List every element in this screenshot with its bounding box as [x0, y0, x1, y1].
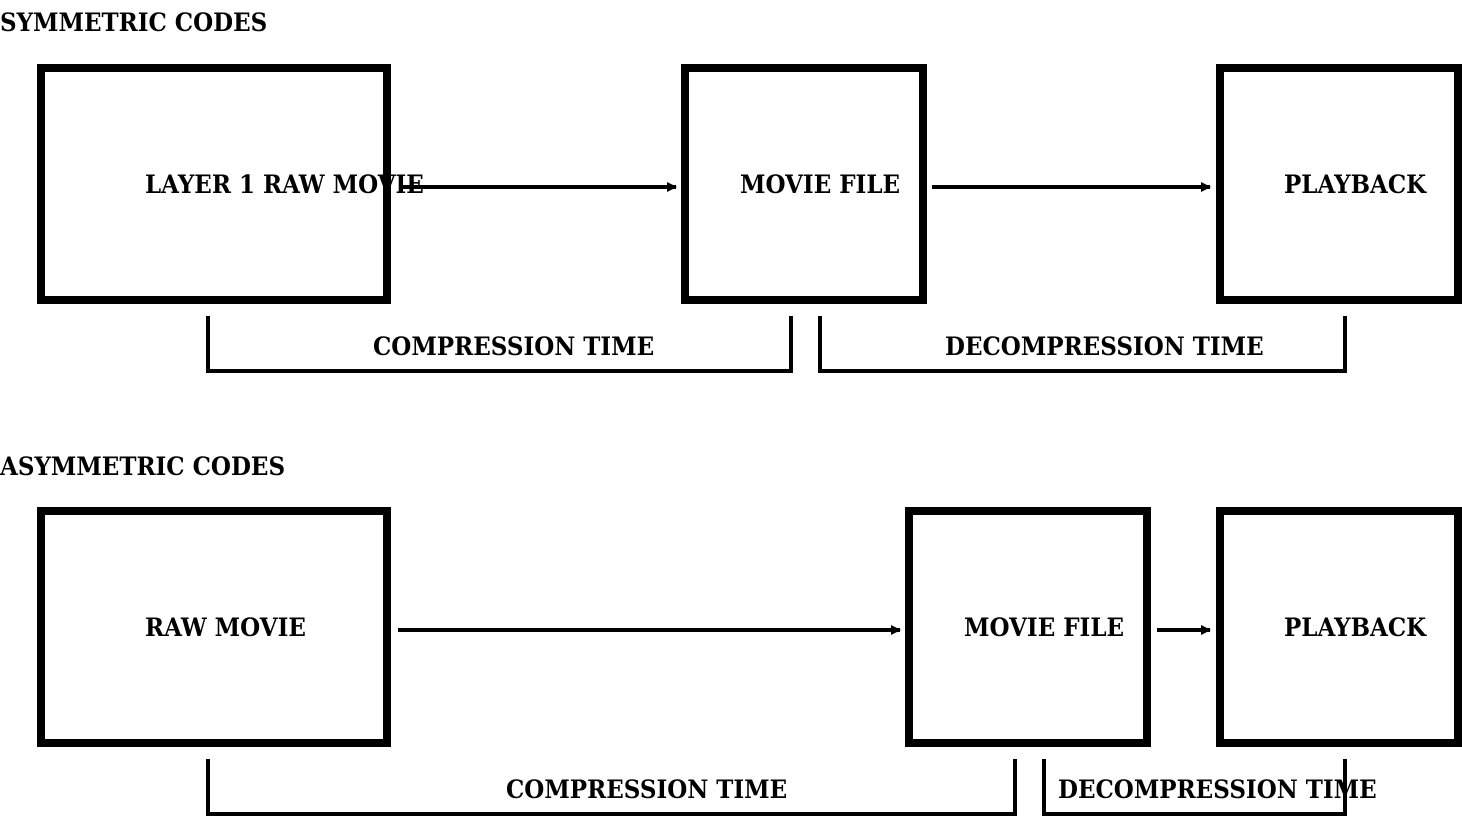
symmetric-raw-movie-box — [37, 64, 391, 304]
symmetric-movie-file-box — [681, 64, 927, 304]
symmetric-decompression-label: DECOMPRESSION TIME — [945, 332, 1264, 361]
asymmetric-compression-bracket — [206, 759, 1017, 816]
symmetric-playback-box — [1216, 64, 1462, 304]
asymmetric-decompression-bracket — [1042, 759, 1347, 816]
asymmetric-raw-movie-label: RAW MOVIE — [145, 613, 306, 642]
asymmetric-movie-file-label: MOVIE FILE — [964, 613, 1125, 642]
asymmetric-compression-label: COMPRESSION TIME — [506, 775, 788, 804]
symmetric-movie-file-label: MOVIE FILE — [740, 170, 901, 199]
symmetric-compression-bracket — [206, 316, 793, 373]
symmetric-playback-label: PLAYBACK — [1284, 170, 1427, 199]
asymmetric-raw-movie-box — [37, 507, 391, 747]
symmetric-compression-label: COMPRESSION TIME — [373, 332, 655, 361]
asymmetric-movie-file-box — [905, 507, 1151, 747]
asymmetric-section-title: ASYMMETRIC CODES — [0, 452, 286, 481]
asymmetric-decompression-label: DECOMPRESSION TIME — [1058, 775, 1377, 804]
symmetric-decompression-bracket — [818, 316, 1347, 373]
symmetric-raw-movie-label: LAYER 1 RAW MOVIE — [145, 170, 424, 199]
asymmetric-playback-label: PLAYBACK — [1284, 613, 1427, 642]
asymmetric-playback-box — [1216, 507, 1462, 747]
symmetric-section-title: SYMMETRIC CODES — [0, 8, 268, 37]
